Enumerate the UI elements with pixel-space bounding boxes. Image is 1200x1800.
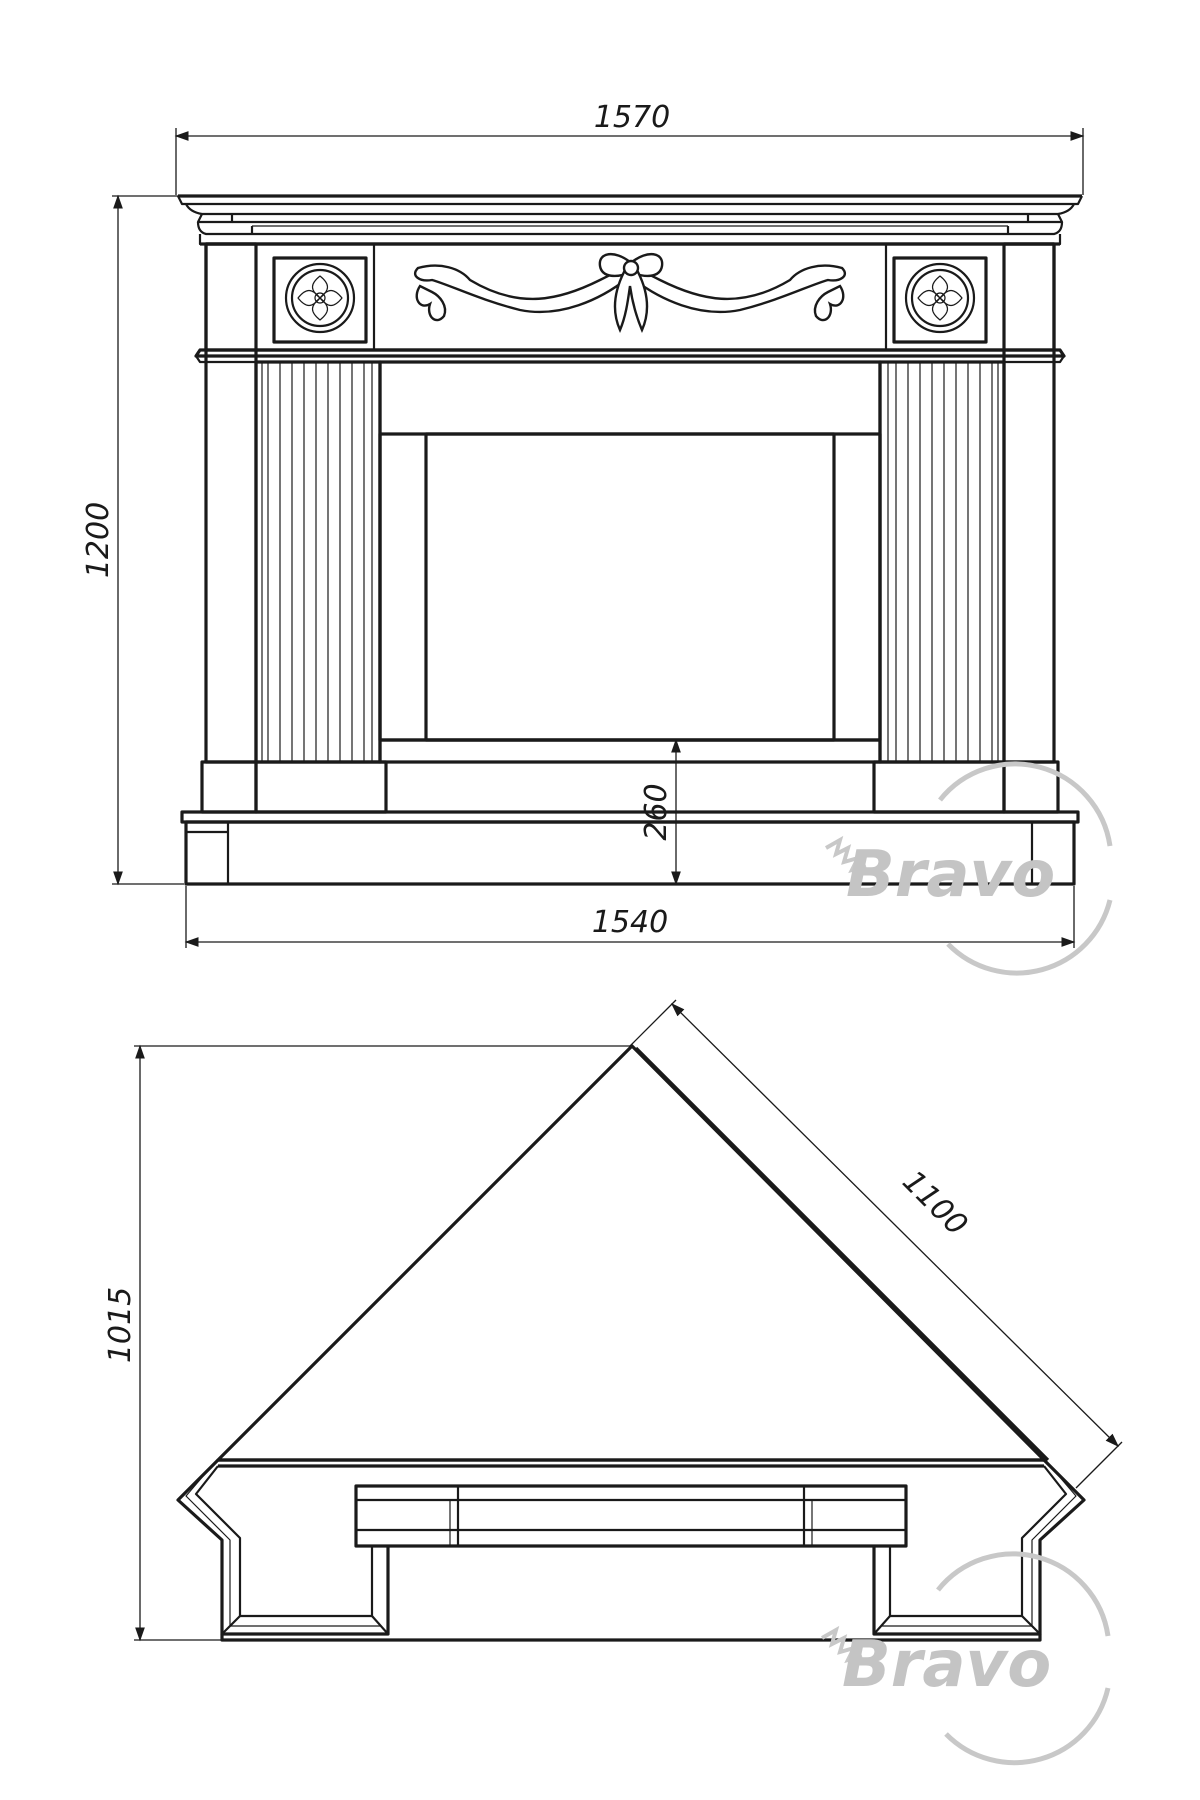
dimension-label-depth: 1015 — [103, 1287, 138, 1363]
dimension-bottom-width: 1540 — [184, 886, 1076, 948]
rosette-left — [284, 262, 356, 334]
frieze — [204, 242, 1056, 352]
dimension-top-width: 1570 — [174, 100, 1085, 195]
plinth — [180, 810, 1080, 886]
dimension-label-height: 1200 — [81, 502, 116, 578]
garland-ornament — [413, 253, 847, 334]
rosette-right — [904, 262, 976, 334]
corner-plan-outline — [176, 1044, 1086, 1642]
dimension-side-length: 1100 — [629, 999, 1123, 1489]
watermark-top: Bravo — [821, 1551, 1111, 1766]
dimension-label-top-width: 1570 — [594, 100, 670, 135]
dimension-label-bottom-width: 1540 — [592, 905, 668, 940]
front-view: 1570 — [81, 100, 1113, 976]
frieze-shelf — [194, 348, 1066, 364]
mantel-cornice — [177, 194, 1083, 246]
dimension-label-side-length: 1100 — [895, 1164, 974, 1243]
watermark-brand-front: Bravo — [846, 838, 1055, 912]
dimension-label-inner-height: 260 — [639, 783, 674, 840]
watermark-front: Bravo — [825, 761, 1113, 976]
watermark-brand-top: Bravo — [842, 1628, 1051, 1702]
pilaster-right — [872, 242, 1060, 814]
firebox — [378, 360, 882, 764]
top-view: 1100 1015 — [103, 999, 1123, 1766]
dimension-height: 1200 — [81, 194, 184, 886]
pilaster-left — [200, 242, 388, 814]
dimension-depth: 1015 — [103, 1044, 632, 1642]
dimension-inner-height: 260 — [639, 738, 681, 886]
